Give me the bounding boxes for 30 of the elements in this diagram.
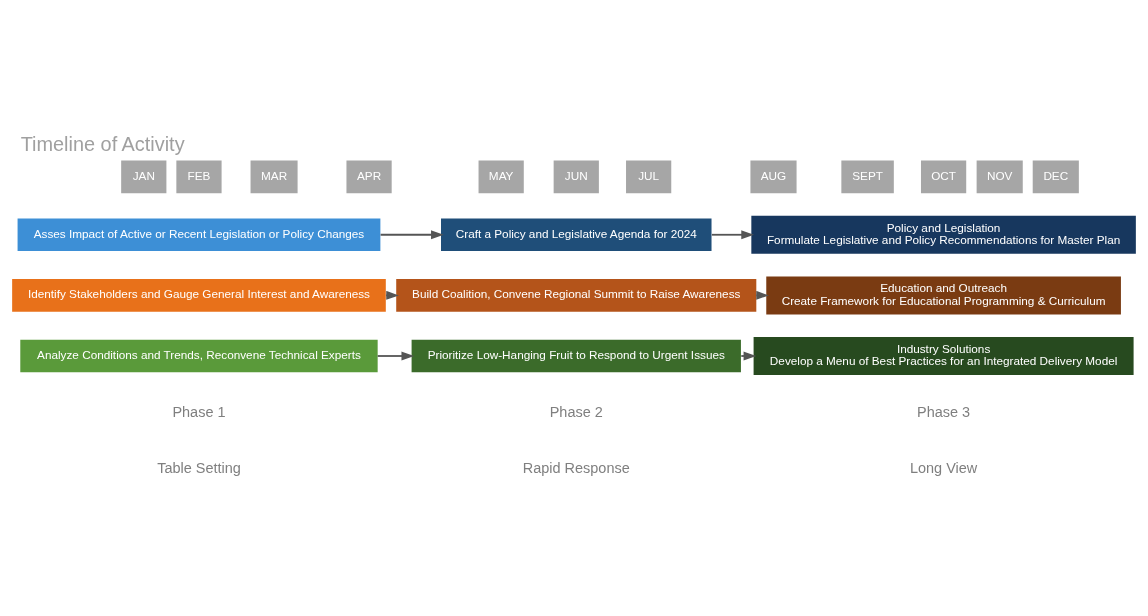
label: Rapid Response	[522, 459, 630, 476]
label: JUN	[564, 168, 588, 182]
node-box: Asses Impact of Active or Recent Legislation or Policy Changes	[17, 218, 381, 251]
node-box: Craft a Policy and Legislative Agenda for 2024	[441, 218, 712, 251]
label: MAY	[488, 168, 514, 182]
node-box: Analyze Conditions and Trends, Reconvene Technical Experts	[20, 339, 378, 372]
label: AUG	[760, 168, 787, 182]
label: Phase 2	[549, 403, 603, 420]
diagram-title: Timeline of Activity	[20, 132, 185, 155]
arrow	[710, 229, 754, 239]
label: NOV	[986, 168, 1013, 182]
label: MAR	[261, 168, 288, 182]
label: Table Setting	[157, 459, 241, 476]
node-box: Policy and Legislation Formulate Legislative and Policy Recommendations for Master Plan	[751, 215, 1136, 254]
node-box: Education and Outreach Create Framework for Educational Programming & Curriculum	[766, 275, 1121, 314]
label: APR	[356, 168, 382, 182]
label: JAN	[132, 168, 155, 182]
arrow	[376, 351, 415, 360]
node-box: Prioritize Low-Hanging Fruit to Respond to Urgent Issues	[411, 339, 741, 372]
label: Long View	[909, 459, 978, 476]
label: FEB	[187, 168, 211, 182]
arrow	[379, 229, 444, 239]
label: Phase 3	[917, 403, 971, 420]
label: DEC	[1043, 168, 1069, 182]
node-box: Industry Solutions Develop a Menu of Best Practices for an Integrated Delivery Model	[753, 336, 1134, 375]
arrow	[740, 351, 757, 360]
label: Phase 1	[172, 403, 226, 420]
label: JUL	[638, 168, 660, 182]
label: OCT	[931, 168, 956, 182]
label: SEPT	[852, 168, 883, 182]
